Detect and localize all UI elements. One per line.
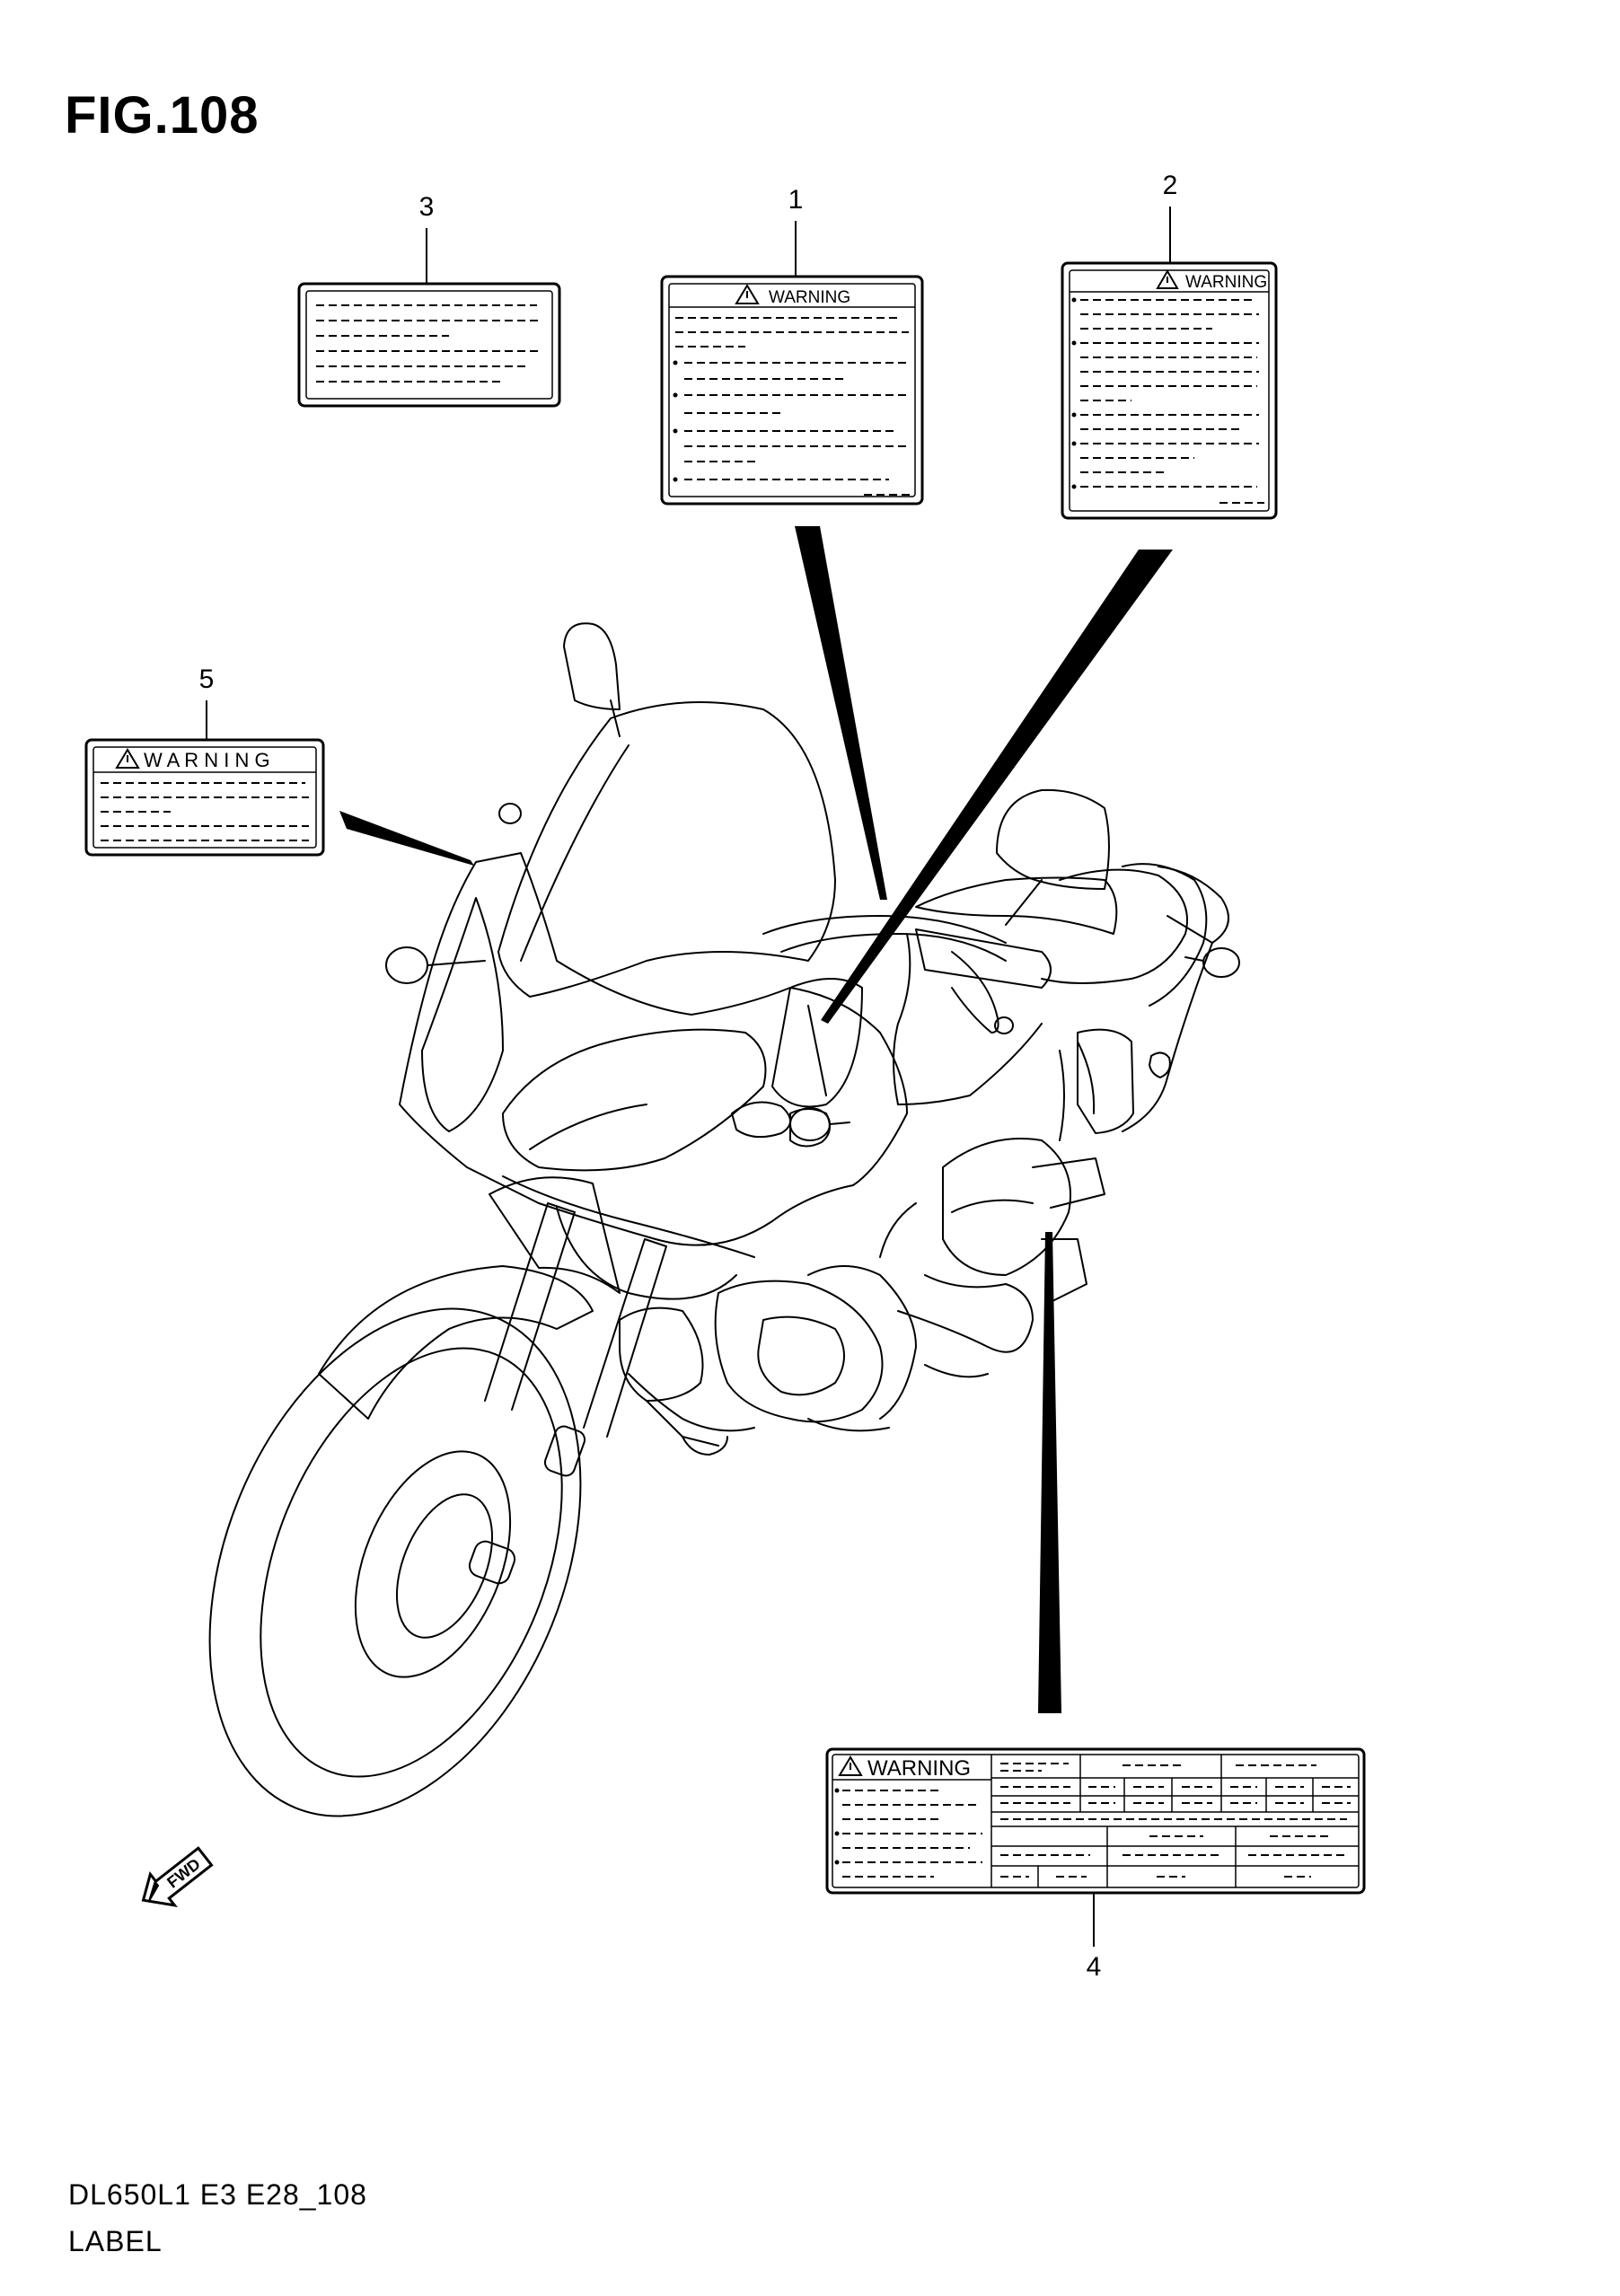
callout-3: 3 <box>419 192 435 284</box>
label-1-text-lines <box>675 317 912 496</box>
label-5-text-lines <box>101 782 309 841</box>
footer: DL650L1 E3 E28_108 LABEL <box>68 2171 367 2265</box>
leader-wedges <box>339 526 1173 1713</box>
label-4-heading: WARNING <box>867 1756 971 1781</box>
section-name: LABEL <box>68 2225 163 2257</box>
label-3[interactable] <box>297 282 561 408</box>
label-5-heading: W A R N I N G <box>144 749 270 771</box>
label-5[interactable]: W A R N I N G <box>84 738 325 857</box>
warning-triangle-icon <box>838 1755 863 1776</box>
callout-2: 2 <box>1163 171 1178 263</box>
callout-4: 4 <box>1087 1893 1102 1982</box>
label-4-table <box>991 1755 1359 1887</box>
fwd-arrow-icon: FWD <box>141 1846 214 1908</box>
leader-wedge-label-1 <box>795 526 887 900</box>
callout-1-number: 1 <box>788 185 804 215</box>
warning-triangle-icon <box>735 284 760 304</box>
motorcycle-illustration <box>208 622 1240 1817</box>
leader-wedge-label-5 <box>339 811 474 866</box>
label-4-table-text <box>1000 1763 1351 1878</box>
label-2-text-lines <box>1080 299 1264 504</box>
figure-title: FIG.108 <box>65 86 260 145</box>
label-1-heading: WARNING <box>769 288 850 307</box>
callout-5-number: 5 <box>199 664 215 694</box>
label-1[interactable]: WARNING <box>660 275 924 506</box>
warning-triangle-icon <box>115 748 140 769</box>
callout-4-number: 4 <box>1087 1952 1102 1982</box>
label-2[interactable]: WARNING <box>1061 261 1278 520</box>
warning-triangle-icon <box>1156 269 1179 289</box>
callout-3-number: 3 <box>419 192 435 222</box>
label-4[interactable]: WARNING <box>825 1747 1366 1895</box>
callout-1: 1 <box>788 185 804 277</box>
model-code: DL650L1 E3 E28_108 <box>68 2178 367 2211</box>
callout-5: 5 <box>199 664 215 740</box>
label-2-heading: WARNING <box>1185 273 1267 292</box>
leader-wedge-label-4 <box>1038 1232 1061 1713</box>
label-3-text-lines <box>316 304 541 383</box>
callout-2-number: 2 <box>1163 171 1178 200</box>
leader-wedge-label-2 <box>821 550 1173 1024</box>
label-4-text-lines <box>842 1790 982 1878</box>
